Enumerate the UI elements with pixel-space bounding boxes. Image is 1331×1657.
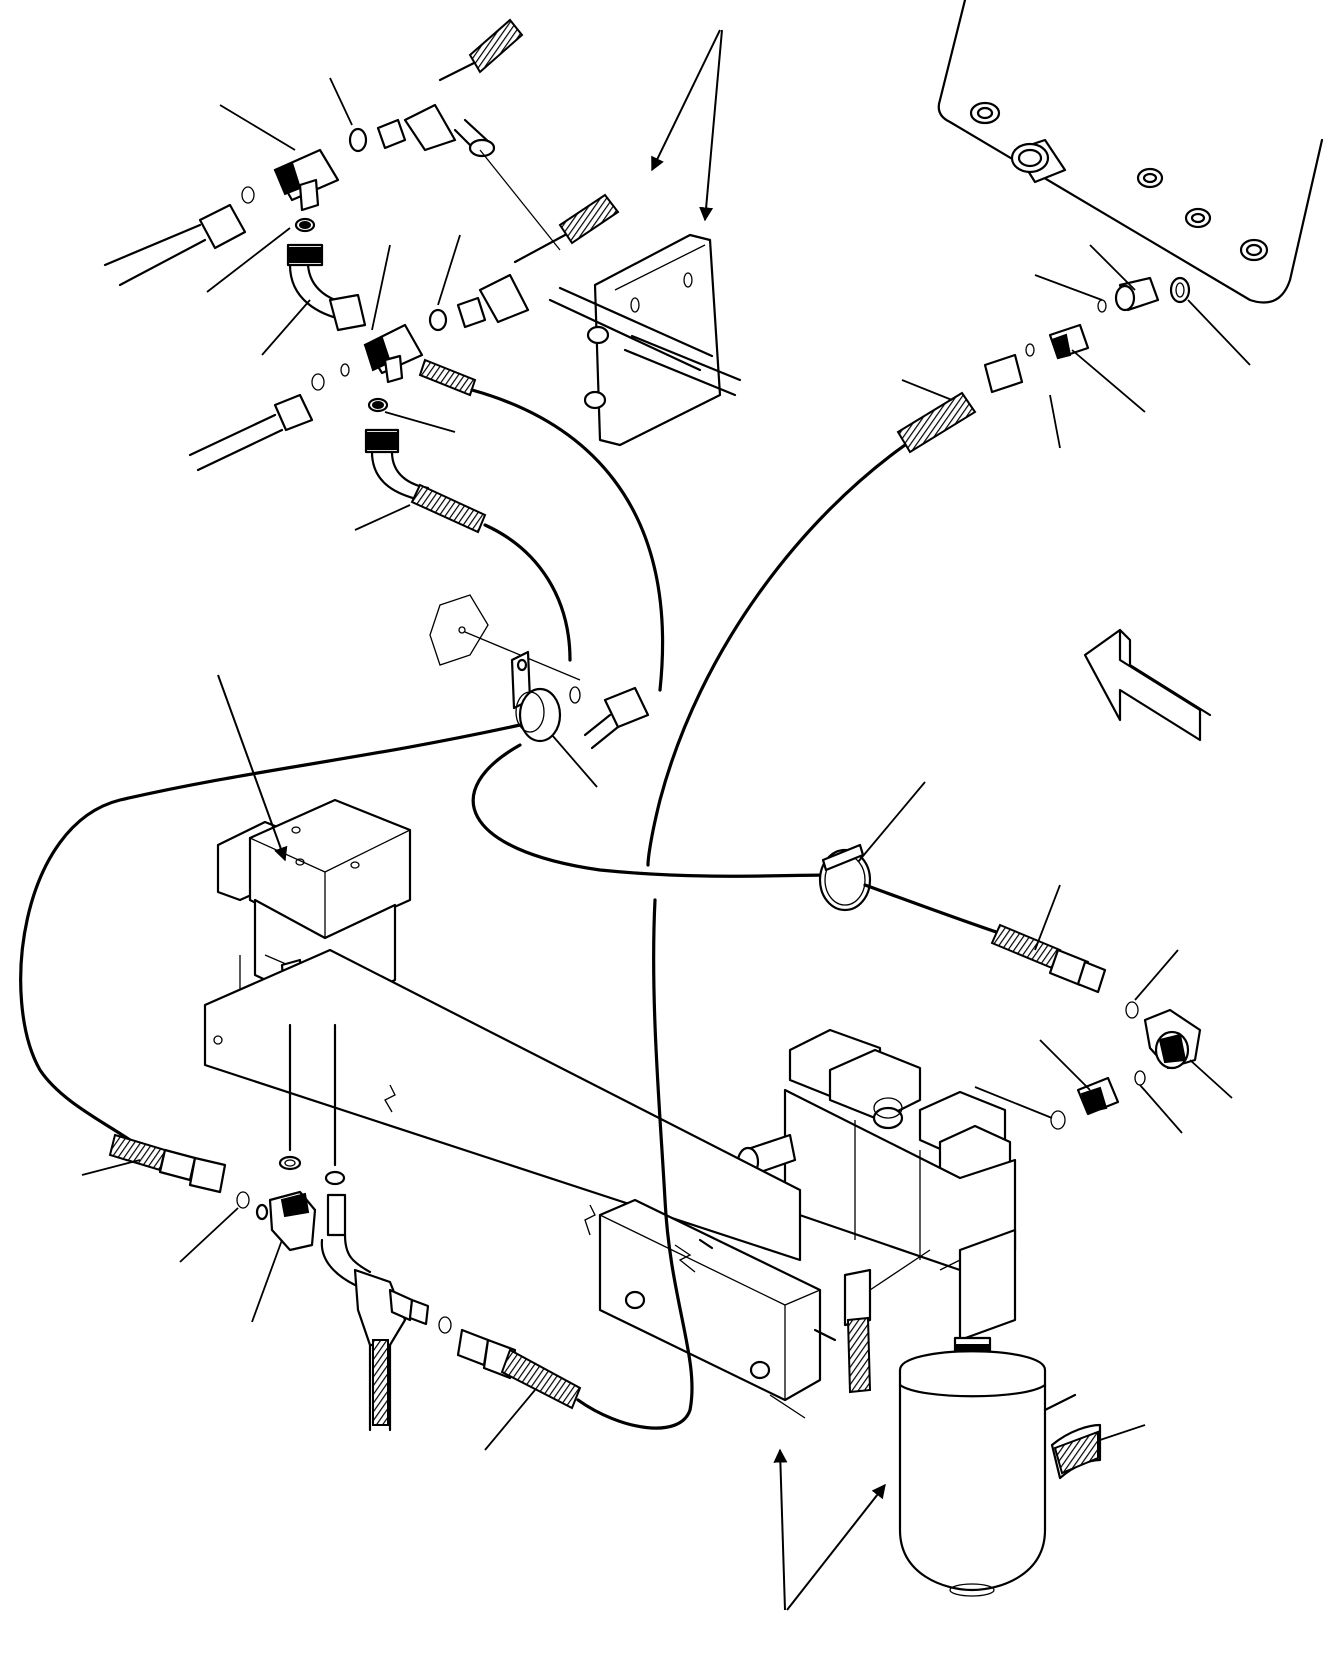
lower-left-valve-block: [203, 798, 802, 1262]
clamp-icon: [818, 843, 1007, 937]
hose-sleeve: [410, 483, 487, 534]
hose-clamp-bracket: [19, 594, 832, 1142]
pointer-arrows: [217, 29, 886, 1611]
control-valve-unit: [736, 1028, 1017, 1394]
tank-return-fitting-chain: [646, 276, 1191, 867]
bottom-mounting-plate: [598, 1198, 837, 1419]
mounting-plate: [429, 594, 489, 666]
hose-sleeve: [558, 193, 620, 245]
hose-sleeve: [990, 923, 1062, 970]
lower-left-hose-fittings: [108, 1023, 347, 1252]
tee-connector: [403, 103, 457, 152]
lower-tee-and-hose: [320, 898, 694, 1432]
direction-arrow-icon: [1083, 628, 1212, 742]
hose-sleeve: [468, 18, 524, 74]
tank-panel: [937, 0, 1324, 304]
upper-tee-assembly: [103, 18, 561, 332]
right-hose-fittings: [990, 923, 1202, 1130]
hose-end-nut: [188, 1156, 227, 1194]
lower-tee-assembly: [188, 193, 665, 692]
valve-block: [548, 233, 742, 447]
clamp-bolt: [603, 686, 650, 729]
hose-end-nut: [1076, 960, 1107, 994]
rubber-grommet: [518, 687, 562, 743]
accumulator-icon: [898, 1336, 1047, 1597]
rotation-arrow-icon: [1043, 1393, 1102, 1480]
hose-sleeve: [418, 358, 477, 397]
tee-connector: [478, 273, 530, 324]
hose-sleeve: [500, 1348, 582, 1410]
hose-end-nut: [983, 353, 1024, 394]
leader-lines: [81, 77, 1251, 1451]
hose-sleeve: [896, 391, 977, 454]
hose-sleeve: [846, 1316, 872, 1394]
